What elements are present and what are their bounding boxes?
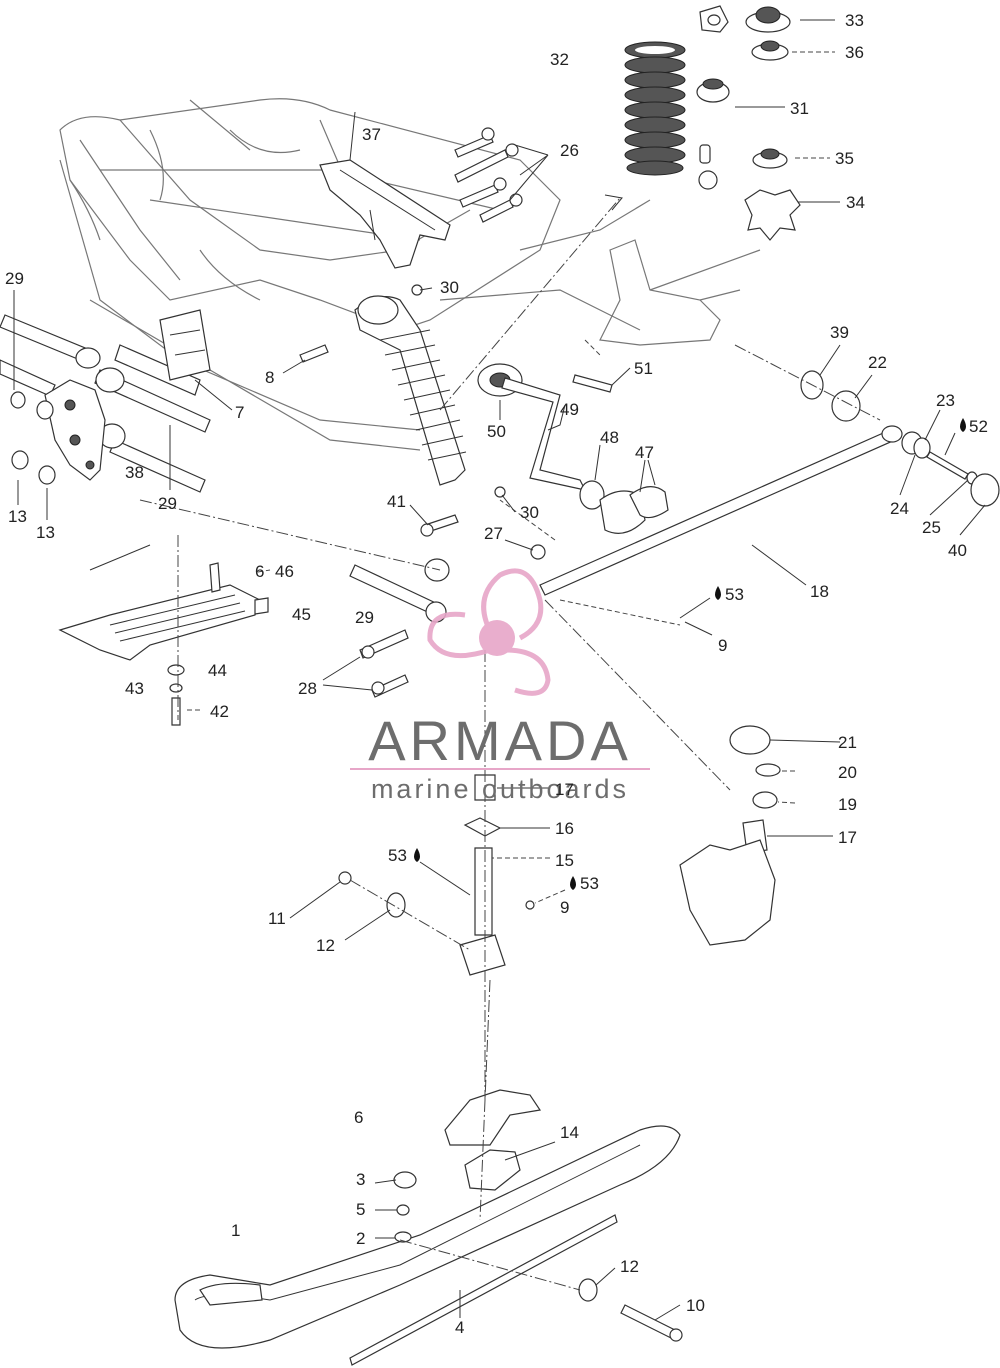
callout-46: 46 (275, 562, 294, 581)
leader-lines (13, 19, 986, 1321)
callout-9-mid: 9 (560, 898, 569, 917)
callout-19: 19 (838, 795, 857, 814)
callout-45: 45 (292, 605, 311, 624)
brand-divider (350, 768, 650, 770)
callout-47: 47 (635, 443, 654, 462)
callout-6-bottom: 6 (354, 1108, 363, 1127)
callout-37: 37 (362, 125, 381, 144)
steering-column (338, 774, 535, 976)
callout-1: 1 (231, 1221, 240, 1240)
callout-33: 33 (845, 11, 864, 30)
callout-29-mid: 29 (355, 608, 374, 627)
middle-rods-29 (299, 284, 546, 698)
shock-absorber (354, 295, 467, 486)
callout-42: 42 (210, 702, 229, 721)
callout-31: 31 (790, 99, 809, 118)
callout-39: 39 (830, 323, 849, 342)
callout-22: 22 (868, 353, 887, 372)
coil-spring-32 (624, 41, 686, 176)
callout-44: 44 (208, 661, 227, 680)
callout-10: 10 (686, 1296, 705, 1315)
callout-6-top: 6 (255, 562, 264, 581)
lubricant-drop-icons (414, 418, 966, 890)
ski-1 (174, 1125, 681, 1349)
callout-38: 38 (125, 463, 144, 482)
footrest-43 (58, 562, 269, 726)
brand-tagline: marine outboards (371, 774, 629, 804)
brand-name: ARMADA (368, 709, 632, 772)
callout-24: 24 (890, 499, 909, 518)
runner-4 (349, 1214, 618, 1366)
steering-mount-bracket (599, 239, 761, 346)
callout-43: 43 (125, 679, 144, 698)
callout-2: 2 (356, 1229, 365, 1248)
callout-49: 49 (560, 400, 579, 419)
callout-20: 20 (838, 763, 857, 782)
callout-14: 14 (560, 1123, 579, 1142)
callout-35: 35 (835, 149, 854, 168)
left-rod-assembly (0, 309, 211, 493)
bushings-47-48 (579, 480, 669, 534)
callout-3: 3 (356, 1170, 365, 1189)
spring-cap-parts (696, 5, 801, 241)
callout-32: 32 (550, 50, 569, 69)
callout-26: 26 (560, 141, 579, 160)
callout-11: 11 (268, 909, 286, 928)
callout-13-a: 13 (8, 507, 27, 526)
callout-51: 51 (634, 359, 653, 378)
callout-34: 34 (846, 193, 865, 212)
callout-27: 27 (484, 524, 503, 543)
callout-25: 25 (922, 518, 941, 537)
callout-17-mid: 17 (555, 780, 574, 799)
callout-12-mid: 12 (316, 936, 335, 955)
bolts-26 (454, 127, 523, 223)
callout-18: 18 (810, 582, 829, 601)
callout-5: 5 (356, 1200, 365, 1219)
bracket-37 (319, 159, 451, 269)
callout-16: 16 (555, 819, 574, 838)
callout-53-top: 53 (725, 585, 744, 604)
callout-50: 50 (487, 422, 506, 441)
callout-30-mid: 30 (520, 503, 539, 522)
armada-logo (427, 568, 551, 696)
callout-53-right: 53 (580, 874, 599, 893)
callout-17-right: 17 (838, 828, 857, 847)
callout-12-bottom: 12 (620, 1257, 639, 1276)
callout-52: 52 (969, 417, 988, 436)
callout-40: 40 (948, 541, 967, 560)
callout-7: 7 (235, 403, 244, 422)
callout-9-top: 9 (718, 636, 727, 655)
callout-15: 15 (555, 851, 574, 870)
tie-rod-18 (539, 425, 903, 596)
callout-labels: 33 36 32 31 37 26 35 34 29 30 39 22 51 8… (5, 11, 988, 1337)
callout-48: 48 (600, 428, 619, 447)
spindle-parts (679, 725, 781, 946)
callout-23: 23 (936, 391, 955, 410)
callout-29-top: 29 (5, 269, 24, 288)
callout-41: 41 (387, 492, 406, 511)
callout-36: 36 (845, 43, 864, 62)
callout-21: 21 (838, 733, 857, 752)
callout-29-left: 29 (158, 494, 177, 513)
callout-8: 8 (265, 368, 274, 387)
callout-30-top: 30 (440, 278, 459, 297)
callout-13-b: 13 (36, 523, 55, 542)
callout-53-mid: 53 (388, 846, 407, 865)
assembly-lines (89, 194, 881, 1291)
callout-4: 4 (455, 1318, 464, 1337)
callout-28: 28 (298, 679, 317, 698)
